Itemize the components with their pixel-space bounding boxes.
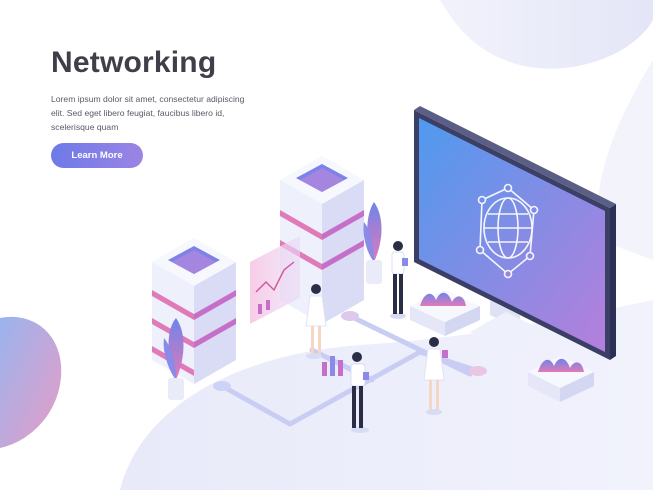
server-tower-left [152,238,236,384]
network-nodes [213,311,487,391]
planter-box-front [410,290,480,336]
hero-description: Lorem ipsum dolor sit amet, consectetur … [51,94,245,132]
planter-box-right [528,356,594,402]
globe-network-icon [475,183,539,279]
cable-left [219,349,423,427]
floor-bar-chart [322,356,343,376]
server-tower-center [280,156,364,324]
chart-line-icon [255,261,295,293]
person-at-server [390,241,408,319]
ground-shape [120,300,653,490]
network-node [469,366,487,376]
left-pink-blob [0,316,62,448]
hologram-chart-panel [250,236,300,324]
page-title: Networking [51,46,217,79]
person-right [423,337,448,415]
top-right-blob [440,0,653,69]
learn-more-button[interactable]: Learn More [51,143,143,168]
monitor [414,106,616,360]
person-at-hologram [305,284,327,359]
plant-left [163,318,184,400]
person-center [350,352,369,433]
plant-right [363,202,382,284]
network-node [213,381,231,391]
network-node [341,311,359,321]
